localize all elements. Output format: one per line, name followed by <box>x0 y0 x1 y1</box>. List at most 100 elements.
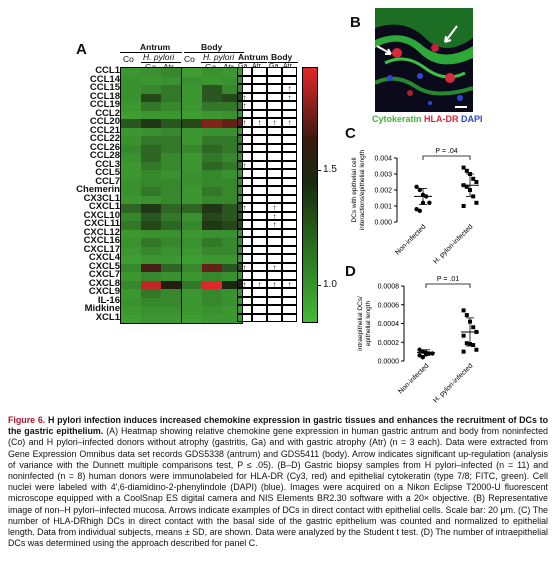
arrow-cell <box>252 177 267 186</box>
arrow-cell <box>252 135 267 144</box>
x-tick-label: Non-infected <box>397 362 430 395</box>
gene-label: CXCL10 <box>83 209 120 221</box>
arrow-cell <box>282 186 297 195</box>
heatmap-cell <box>202 289 222 298</box>
arrow-cell <box>267 296 282 305</box>
arrow-cell <box>267 177 282 186</box>
arrow-cell <box>252 75 267 84</box>
p-value: P = .01 <box>437 276 459 283</box>
heatmap-cell <box>141 178 161 187</box>
heatmap-cell <box>141 170 161 179</box>
arrow-cell <box>282 203 297 212</box>
heatmap-cell <box>222 76 242 85</box>
heatmap-cell <box>182 170 202 179</box>
heatmap-cell <box>161 93 181 102</box>
arrow-col-2: Atr. <box>252 63 263 70</box>
caption-fig-number: Figure 6. <box>8 415 46 425</box>
heatmap-cell <box>141 153 161 162</box>
heatmap-cell <box>222 136 242 145</box>
arrow-cell <box>252 109 267 118</box>
heatmap-cell <box>141 68 161 77</box>
colorbar-label-high: 1.5 <box>323 164 337 175</box>
gene-label: CXCL17 <box>83 243 120 255</box>
heatmap-cell <box>121 195 141 204</box>
gene-label: CXCL12 <box>83 226 120 238</box>
arrow-cell <box>267 109 282 118</box>
chart-d: 0.00000.00020.00040.00060.0008intraepith… <box>357 276 479 405</box>
heatmap-cell <box>121 221 141 230</box>
arrow-cell <box>267 160 282 169</box>
panel-c-label: C <box>345 125 356 142</box>
arrow-cell <box>237 254 252 263</box>
heatmap-cell <box>182 255 202 264</box>
heatmap-cell <box>141 102 161 111</box>
arrow-cell <box>237 228 252 237</box>
gene-label: Midkine <box>84 303 120 314</box>
heatmap-cell <box>202 195 222 204</box>
heatmap-cell <box>141 85 161 94</box>
arrow-cell <box>282 296 297 305</box>
heatmap-cell <box>161 204 181 213</box>
heatmap-cell <box>222 187 242 196</box>
data-point <box>474 347 479 352</box>
arrow-cell <box>252 262 267 271</box>
gene-label: CCL28 <box>89 150 120 161</box>
x-tick-label: H. pylori-infected <box>432 223 474 265</box>
arrow-cell: ↑ <box>267 220 282 229</box>
heatmap-cell <box>182 144 202 153</box>
panel-b-label: B <box>350 14 361 31</box>
arrow-cell <box>237 177 252 186</box>
arrow-cell <box>282 262 297 271</box>
heatmap-cell <box>161 144 181 153</box>
heatmap-cell <box>121 280 141 289</box>
arrow-cell <box>252 92 267 101</box>
heatmap-cell <box>202 246 222 255</box>
heatmap-cell <box>141 255 161 264</box>
heatmap-cell <box>222 68 242 77</box>
heatmap-cell <box>222 221 242 230</box>
heatmap-cell <box>222 85 242 94</box>
arrow-cell <box>282 169 297 178</box>
data-point <box>461 204 466 208</box>
heatmap-cell <box>141 76 161 85</box>
heatmap-cell <box>222 127 242 136</box>
gene-label: CCL20 <box>89 116 120 127</box>
arrow-cell <box>282 254 297 263</box>
arrow-cell <box>252 194 267 203</box>
heatmap-cell <box>182 119 202 128</box>
heatmap-cell <box>222 229 242 238</box>
heatmap-cell <box>202 187 222 196</box>
arrow-cell <box>237 143 252 152</box>
heatmap-cell <box>161 153 181 162</box>
heatmap-cell <box>141 212 161 221</box>
heatmap-cell <box>121 246 141 255</box>
heatmap-cell <box>141 110 161 119</box>
heatmap-cell <box>121 153 141 162</box>
heatmap-cell <box>121 127 141 136</box>
heatmap-cell <box>222 297 242 306</box>
gene-label: CCL15 <box>89 82 120 93</box>
caption-body: (A) Heatmap showing relative chemokine g… <box>8 426 548 549</box>
arrow-cell <box>267 84 282 93</box>
gene-label: CXCL1 <box>88 201 120 212</box>
arrow-cell <box>237 211 252 220</box>
heatmap-cell <box>161 314 181 323</box>
heatmap-cell <box>202 297 222 306</box>
legend-dapi: DAPI <box>461 114 483 124</box>
panel-d-label: D <box>345 263 356 280</box>
heatmap-cell <box>222 170 242 179</box>
arrow-cell <box>237 296 252 305</box>
arrow-cell <box>267 186 282 195</box>
data-point <box>420 355 425 360</box>
heatmap-cell <box>222 204 242 213</box>
heatmap-cell <box>182 178 202 187</box>
heatmap-cell <box>222 144 242 153</box>
heatmap-cell <box>202 68 222 77</box>
heatmap-cell <box>161 195 181 204</box>
data-point <box>417 208 422 213</box>
heatmap-cell <box>222 289 242 298</box>
heatmap-cell <box>141 263 161 272</box>
heatmap-cell <box>121 93 141 102</box>
data-point <box>464 313 469 318</box>
